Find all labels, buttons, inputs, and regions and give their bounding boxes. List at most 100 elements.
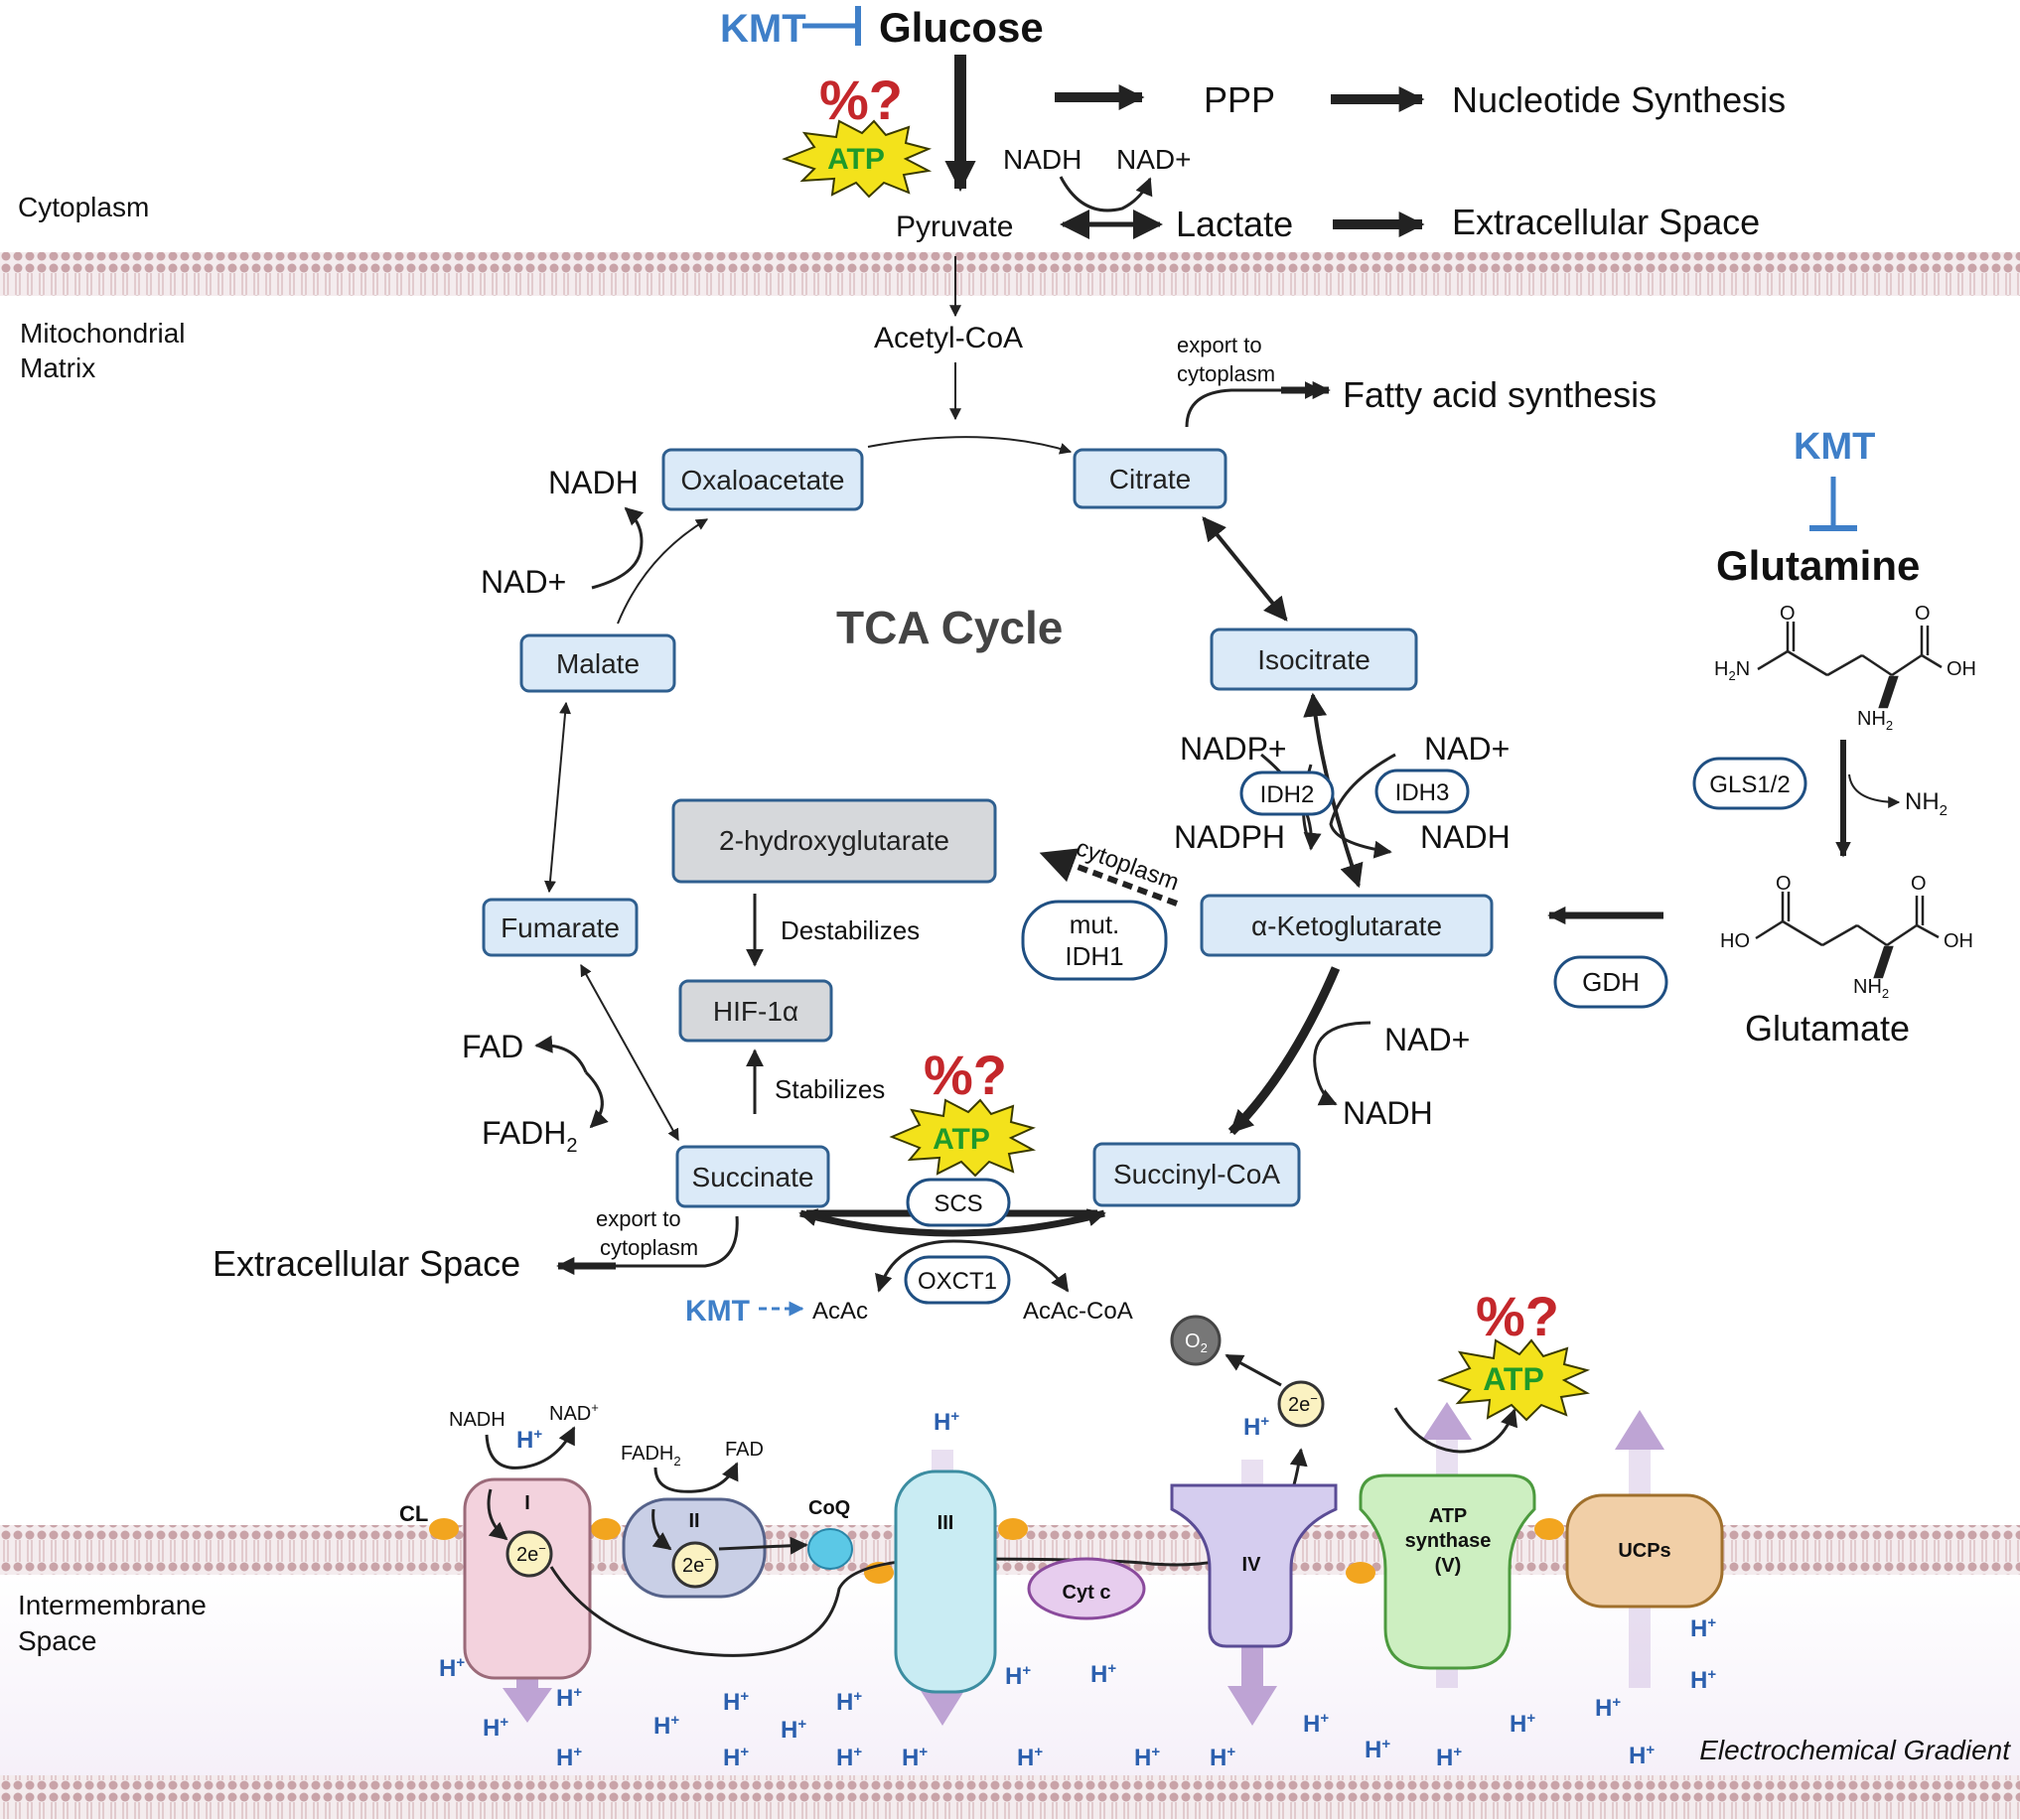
akg-nadh-label: NADH xyxy=(1343,1095,1433,1131)
scs-label: SCS xyxy=(934,1190,982,1217)
hplus-9: H+ xyxy=(836,1688,862,1716)
complex-i-electron-label: 2e− xyxy=(516,1541,546,1566)
complex-iv-label: IV xyxy=(1242,1554,1262,1576)
complex-ii-fadh2: FADH2 xyxy=(621,1443,681,1469)
glutamate-label: Glutamate xyxy=(1745,1008,1910,1049)
fad-curve xyxy=(534,1035,588,1073)
export-label-bottom-line2: cytoplasm xyxy=(600,1235,698,1260)
cl-label: CL xyxy=(399,1501,428,1526)
fadh2-label: FADH2 xyxy=(482,1115,577,1157)
acetyl-coa-label: Acetyl-CoA xyxy=(874,322,1023,354)
complex-iii-hplus: H+ xyxy=(934,1408,959,1436)
ppp-label: PPP xyxy=(1204,79,1275,120)
idh2-label: IDH2 xyxy=(1260,781,1315,808)
region-cytoplasm: Cytoplasm xyxy=(18,192,149,222)
succinyl-coa-box xyxy=(1092,1142,1301,1207)
hplus-5: H+ xyxy=(653,1712,679,1740)
fad-label: FAD xyxy=(462,1029,523,1064)
ucps xyxy=(1565,1493,1724,1609)
scs-atp-burst xyxy=(889,1098,1037,1178)
complex-iv xyxy=(1170,1483,1338,1648)
isocitrate-label: Isocitrate xyxy=(1257,644,1371,675)
glucose-label: Glucose xyxy=(879,4,1044,51)
nad-to-nadh-malate-curve xyxy=(591,506,645,590)
complex-i-hplus: H+ xyxy=(516,1426,542,1454)
hplus-6: H+ xyxy=(723,1688,749,1716)
hplus-24: H+ xyxy=(1690,1666,1716,1694)
citrate-box xyxy=(1073,448,1227,509)
succinate-label: Succinate xyxy=(692,1162,814,1192)
hplus-21: H+ xyxy=(1595,1694,1621,1722)
export-label-top-line1: export to xyxy=(1177,333,1262,357)
hplus-7: H+ xyxy=(723,1744,749,1771)
isocitrate-box xyxy=(1210,628,1418,691)
glutamate-o-right: O xyxy=(1911,873,1927,895)
mut-idh1-line2: IDH1 xyxy=(1065,941,1123,971)
extracellular-space-bottom: Extracellular Space xyxy=(213,1243,520,1284)
oxygen-label: O2 xyxy=(1185,1330,1208,1355)
glutamine-structure xyxy=(1757,622,1943,709)
glutamine-label: Glutamine xyxy=(1716,542,1920,589)
malate-label: Malate xyxy=(556,648,640,679)
citrate-isocitrate-arrow xyxy=(1202,516,1288,622)
nadph-label: NADPH xyxy=(1174,819,1285,855)
hplus-13: H+ xyxy=(1017,1744,1043,1771)
scs-pill xyxy=(906,1178,1011,1227)
complex-i-label: I xyxy=(524,1492,530,1514)
hif-label: HIF-1α xyxy=(713,996,798,1027)
stabilizes-label: Stabilizes xyxy=(775,1074,885,1104)
hplus-10: H+ xyxy=(836,1744,862,1771)
kmt-acac-label: KMT xyxy=(685,1295,750,1328)
hplus-3: H+ xyxy=(483,1714,508,1742)
complex-ii-electron-arrow xyxy=(651,1508,672,1551)
kmt-glutamine-label: KMT xyxy=(1794,426,1875,468)
fumarate-malate-arrow xyxy=(543,701,572,894)
hplus-20: H+ xyxy=(1510,1710,1535,1738)
nadp-label: NADP+ xyxy=(1180,731,1287,767)
glycolysis-atp-percent: %? xyxy=(819,69,903,131)
glutamate-nh2: NH2 xyxy=(1853,976,1889,1001)
etc-atp-text: ATP xyxy=(1483,1361,1544,1397)
akg-box xyxy=(1200,894,1494,957)
nad-nadh-curve-idh3 xyxy=(1329,753,1396,859)
lactate-label: Lactate xyxy=(1176,204,1293,244)
outer-membrane-bottom xyxy=(0,1775,2020,1819)
hplus-18: H+ xyxy=(1365,1736,1390,1763)
coq-label: CoQ xyxy=(808,1497,850,1519)
complex-iii xyxy=(894,1470,997,1694)
atp-synthase-line3: (V) xyxy=(1435,1555,1462,1577)
gls-pill xyxy=(1692,757,1807,810)
nad-right-label: NAD+ xyxy=(1424,731,1510,767)
mut-idh1-line1: mut. xyxy=(1070,910,1120,939)
glycolysis-nad-label: NAD+ xyxy=(1116,144,1191,175)
export-label-bottom-line1: export to xyxy=(596,1206,681,1231)
hplus-22: H+ xyxy=(1629,1742,1655,1769)
intermembrane-protons: H+ H+ H+ H+ H+ H+ H+ H+ H+ H+ H+ H+ H+ H… xyxy=(439,1614,1716,1771)
acac-coa-label: AcAc-CoA xyxy=(1023,1298,1133,1325)
complex-i-electron-arrow xyxy=(487,1488,508,1541)
fumarate-label: Fumarate xyxy=(501,912,620,943)
succinate-export-path xyxy=(566,1215,739,1268)
akg-nad-label: NAD+ xyxy=(1384,1022,1470,1057)
hplus-1: H+ xyxy=(439,1654,465,1682)
hplus-15: H+ xyxy=(1134,1744,1160,1771)
complex-iv-electron xyxy=(1277,1380,1325,1428)
complex-iv-electron-label: 2e− xyxy=(1288,1391,1318,1416)
etc-atp-percent: %? xyxy=(1476,1285,1559,1347)
glutamate-ho: HO xyxy=(1720,930,1750,952)
pyruvate-label: Pyruvate xyxy=(896,210,1013,243)
akg-to-succinylcoa-arrow xyxy=(1227,966,1341,1136)
hplus-16: H+ xyxy=(1210,1744,1235,1771)
region-intermembrane-line2: Space xyxy=(18,1625,96,1656)
atp-synthase-line1: ATP xyxy=(1429,1505,1468,1527)
glutamate-o-left: O xyxy=(1776,873,1792,895)
glycolysis-atp-text: ATP xyxy=(827,143,885,176)
atp-synthase-line2: synthase xyxy=(1405,1530,1492,1552)
tca-cycle-title: TCA Cycle xyxy=(836,602,1063,653)
malate-nadh-label: NADH xyxy=(548,465,639,500)
glutamine-h2n: H2N xyxy=(1714,658,1750,683)
scs-atp-percent: %? xyxy=(924,1044,1007,1106)
oaa-to-citrate-arrow xyxy=(867,436,1073,455)
destabilizes-label: Destabilizes xyxy=(781,915,920,945)
